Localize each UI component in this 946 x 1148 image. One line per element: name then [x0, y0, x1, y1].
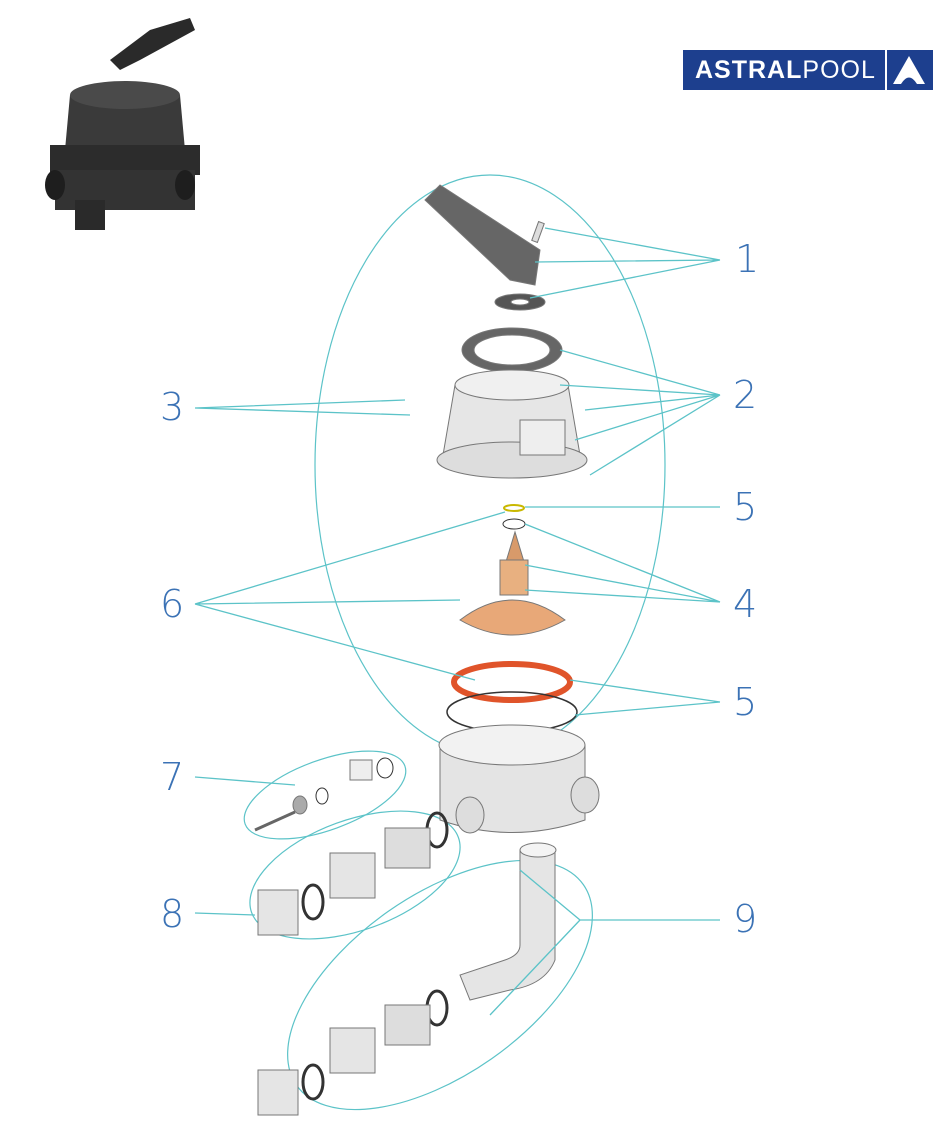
logo-text-bold: ASTRAL — [695, 55, 803, 84]
callout-label-5-top: 5 — [733, 485, 758, 529]
valve-photo-thumbnail — [45, 18, 200, 230]
callout-label-3: 3 — [160, 385, 185, 429]
callout-lines — [194, 227, 721, 1016]
callout-label-1: 1 — [735, 237, 760, 281]
group-outline-7 — [243, 750, 407, 840]
group-outline-8 — [249, 810, 461, 940]
parts — [254, 184, 600, 1116]
callout-label-2: 2 — [733, 373, 758, 417]
callout-label-8: 8 — [160, 892, 185, 936]
logo-triangle-icon — [885, 50, 931, 90]
callout-label-9: 9 — [733, 897, 758, 941]
star-gasket-part — [451, 661, 573, 703]
diffuser-part — [459, 599, 566, 636]
callout-label-6: 6 — [160, 582, 185, 626]
handle-part — [424, 184, 541, 286]
callout-label-4: 4 — [733, 582, 758, 626]
elbow-pipe-part — [459, 849, 556, 1001]
logo-text-light: POOL — [802, 55, 876, 84]
astralpool-logo: ASTRALPOOL — [683, 50, 933, 90]
callout-label-7: 7 — [160, 755, 185, 799]
group-outline-9 — [287, 859, 593, 1111]
callout-label-5-bottom: 5 — [733, 680, 758, 724]
